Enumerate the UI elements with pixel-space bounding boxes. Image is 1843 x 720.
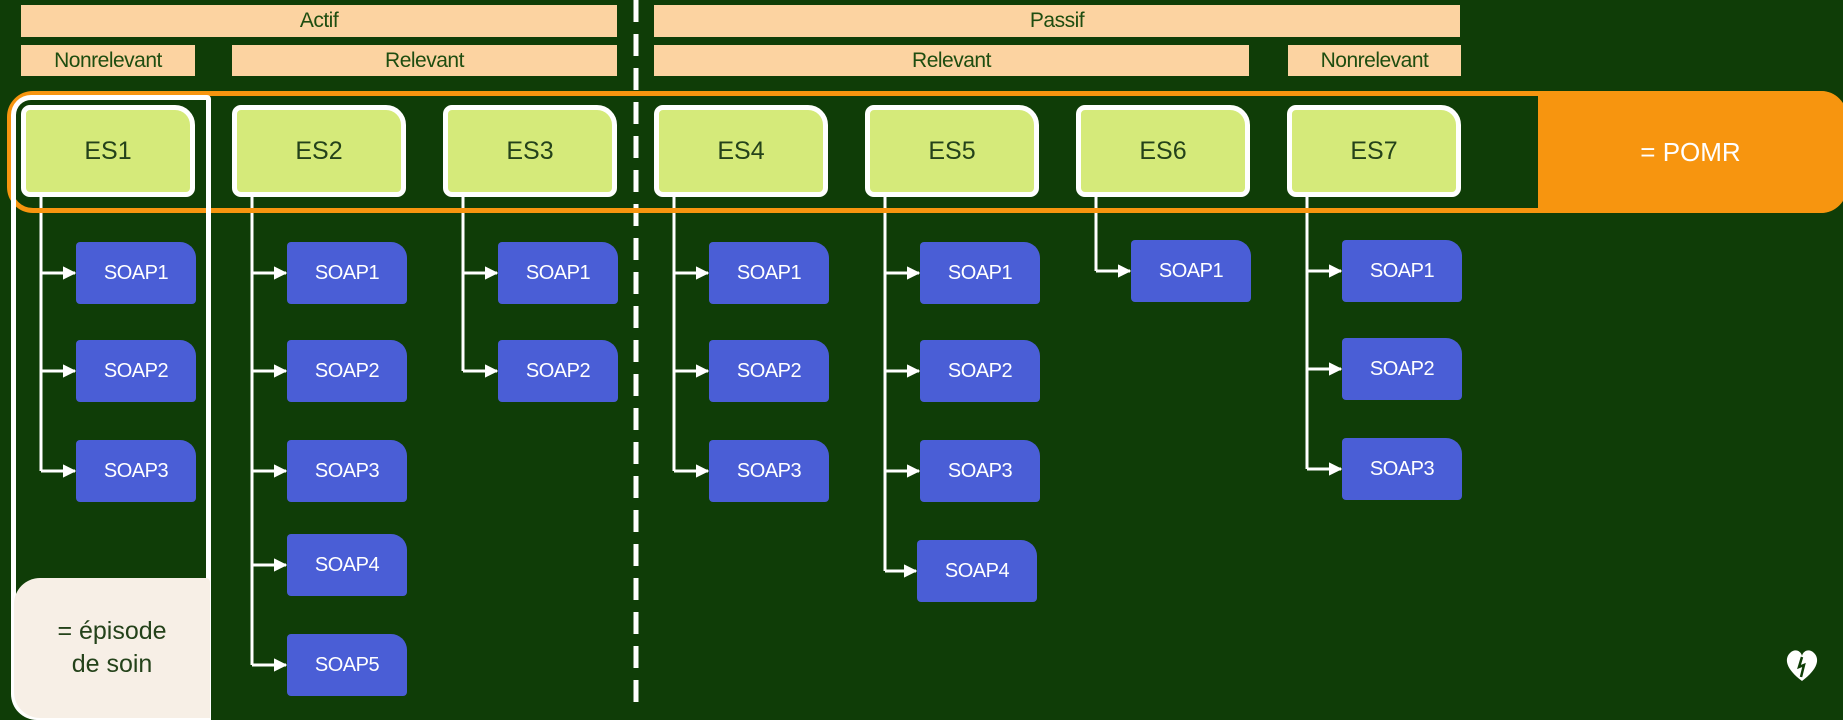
episode-label: ES2	[295, 136, 343, 165]
header-passif-label: Passif	[1029, 9, 1085, 32]
episode-label: ES1	[84, 136, 132, 165]
episode-label: ES4	[717, 136, 765, 165]
header-passif: Passif	[654, 5, 1460, 37]
header-actif-label: Actif	[299, 9, 339, 32]
episode-box-es1: ES1	[21, 105, 195, 197]
subheader-passif-nonrelevant: Nonrelevant	[1288, 45, 1461, 76]
soap-label: SOAP1	[947, 261, 1013, 284]
episode-of-care-legend: = épisode de soin	[14, 578, 210, 718]
soap-label: SOAP3	[947, 459, 1013, 482]
subheader-actif-nonrelevant: Nonrelevant	[21, 45, 195, 76]
subheader-label: Relevant	[385, 48, 464, 72]
episode-label: ES7	[1350, 136, 1398, 165]
soap-box: SOAP2	[287, 340, 407, 402]
soap-box: SOAP4	[917, 540, 1037, 602]
soap-box: SOAP1	[1131, 240, 1251, 302]
soap-label: SOAP1	[1369, 259, 1435, 282]
soap-label: SOAP3	[314, 459, 380, 482]
soap-label: SOAP1	[103, 261, 169, 284]
soap-label: SOAP5	[314, 653, 380, 676]
episode-box-es4: ES4	[654, 105, 828, 197]
heart-logo-icon	[1782, 645, 1822, 685]
soap-box: SOAP3	[287, 440, 407, 502]
soap-label: SOAP2	[525, 359, 591, 382]
soap-label: SOAP1	[1158, 259, 1224, 282]
episode-box-es3: ES3	[443, 105, 617, 197]
soap-label: SOAP1	[525, 261, 591, 284]
subheader-actif-relevant: Relevant	[232, 45, 617, 76]
episode-label: ES3	[506, 136, 554, 165]
subheader-passif-relevant: Relevant	[654, 45, 1249, 76]
header-actif: Actif	[21, 5, 617, 37]
episode-box-es2: ES2	[232, 105, 406, 197]
pomr-legend: = POMR	[1538, 91, 1843, 213]
soap-box: SOAP1	[76, 242, 196, 304]
subheader-label: Nonrelevant	[54, 48, 162, 72]
episode-label: ES5	[928, 136, 976, 165]
soap-box: SOAP1	[287, 242, 407, 304]
soap-box: SOAP1	[920, 242, 1040, 304]
soap-label: SOAP2	[103, 359, 169, 382]
episode-box-es5: ES5	[865, 105, 1039, 197]
episode-box-es6: ES6	[1076, 105, 1250, 197]
soap-box: SOAP1	[1342, 240, 1462, 302]
soap-box: SOAP1	[498, 242, 618, 304]
soap-label: SOAP3	[736, 459, 802, 482]
subheader-label: Relevant	[912, 48, 991, 72]
soap-box: SOAP2	[1342, 338, 1462, 400]
episode-legend-line1: = épisode	[57, 617, 167, 645]
soap-label: SOAP3	[103, 459, 169, 482]
soap-box: SOAP1	[709, 242, 829, 304]
soap-label: SOAP1	[736, 261, 802, 284]
subheader-label: Nonrelevant	[1320, 48, 1429, 72]
soap-box: SOAP2	[709, 340, 829, 402]
soap-box: SOAP2	[920, 340, 1040, 402]
soap-label: SOAP2	[736, 359, 802, 382]
soap-box: SOAP2	[498, 340, 618, 402]
soap-label: SOAP2	[314, 359, 380, 382]
soap-label: SOAP1	[314, 261, 380, 284]
soap-label: SOAP4	[314, 553, 380, 576]
soap-box: SOAP4	[287, 534, 407, 596]
soap-label: SOAP4	[944, 559, 1010, 582]
soap-label: SOAP3	[1369, 457, 1435, 480]
episode-box-es7: ES7	[1287, 105, 1461, 197]
soap-label: SOAP2	[1369, 357, 1435, 380]
soap-box: SOAP3	[76, 440, 196, 502]
soap-label: SOAP2	[947, 359, 1013, 382]
soap-box: SOAP2	[76, 340, 196, 402]
episode-label: ES6	[1139, 136, 1187, 165]
soap-box: SOAP3	[920, 440, 1040, 502]
soap-box: SOAP3	[1342, 438, 1462, 500]
soap-box: SOAP3	[709, 440, 829, 502]
soap-box: SOAP5	[287, 634, 407, 696]
episode-legend-line2: de soin	[71, 650, 153, 678]
pomr-legend-label: = POMR	[1640, 136, 1741, 167]
